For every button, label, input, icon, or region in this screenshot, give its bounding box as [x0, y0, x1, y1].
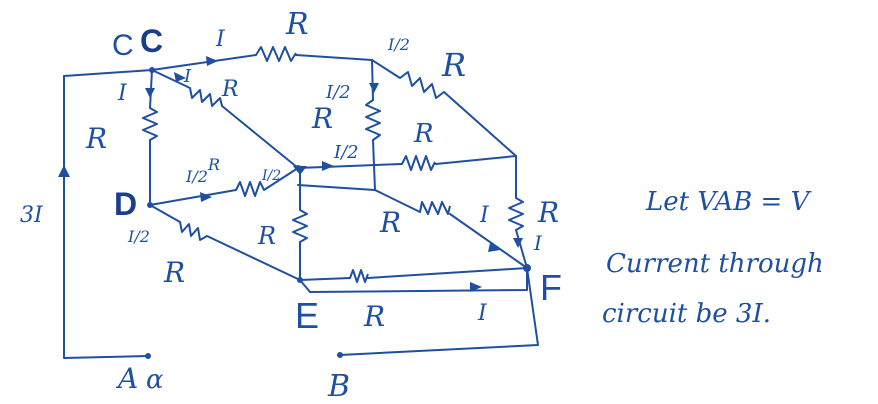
- node-label-e: E: [295, 295, 319, 336]
- resistor-centre-e: [292, 209, 308, 243]
- arrow-corner-down: [369, 83, 379, 93]
- label-r-corner: R: [311, 102, 333, 135]
- label-i-half-d: I/2: [185, 167, 208, 186]
- resistor-e-f: [349, 269, 369, 283]
- arrow-c-diag: [174, 72, 186, 82]
- node-a-dot: [145, 353, 151, 359]
- label-i-e-f: I: [477, 301, 488, 326]
- arrow-c-down: [145, 88, 155, 98]
- label-i-half-corner: I/2: [325, 82, 351, 103]
- wire-back-f-b: [449, 213, 528, 269]
- label-i-half-centre-right: I/2: [333, 142, 359, 163]
- wire-back-f-a: [374, 189, 421, 213]
- label-r-top-right: R: [441, 46, 466, 84]
- label-r-right-top: R: [413, 119, 434, 149]
- note-line-3: circuit be 3I.: [602, 299, 771, 329]
- wire-right-vert-b: [515, 229, 528, 269]
- wire-corner-right: [371, 59, 401, 79]
- label-three-i: 3I: [20, 203, 44, 228]
- node-label-b: B: [327, 369, 350, 404]
- node-label-f: F: [540, 267, 562, 308]
- resistor-c-d: [142, 107, 158, 141]
- label-r-c-d: R: [85, 122, 107, 155]
- label-r-e-f: R: [363, 300, 385, 333]
- node-label-c: C: [112, 29, 134, 62]
- node-label-a-mark: α: [146, 365, 164, 395]
- wire-corner-down: [371, 59, 374, 101]
- arrow-centre-right: [322, 161, 334, 171]
- label-r-top: R: [285, 7, 309, 42]
- label-i-top: I: [215, 27, 226, 52]
- wire-c-diag: [151, 69, 191, 89]
- wire-c-to-a: [63, 69, 153, 359]
- wire-c-top: [151, 54, 257, 71]
- resistor-c-diag: [189, 87, 223, 107]
- wire-d-centre-a: [149, 189, 237, 206]
- node-centre-dot: [295, 165, 301, 171]
- label-i-half-top-right: I/2: [387, 35, 410, 54]
- wire-e-f-upper-b: [367, 267, 528, 279]
- node-d-dot: [147, 202, 153, 208]
- note-line-2: Current through: [606, 249, 824, 279]
- arrow-3i-up: [58, 165, 70, 177]
- wire-d-e-a: [149, 204, 181, 223]
- resistor-back-f: [419, 201, 451, 215]
- wire-f-to-b: [339, 267, 539, 356]
- label-r-diag: R: [221, 77, 239, 102]
- label-i-right-vert: I: [533, 231, 543, 255]
- label-r-d-centre: R: [207, 155, 220, 174]
- resistor-right-vert: [508, 197, 524, 231]
- wire-centre-right-b: [435, 155, 517, 165]
- label-r-d-e: R: [163, 256, 185, 289]
- wire-top-to-corner: [295, 54, 373, 61]
- resistor-corner-down: [365, 99, 381, 141]
- wire-d-e-b: [206, 235, 301, 281]
- wire-centre-back: [297, 184, 376, 191]
- wire-e-f-lower: [299, 267, 528, 293]
- label-i-back-f: I: [479, 203, 490, 228]
- node-e-dot: [297, 277, 303, 283]
- label-i-half-d-e: I/2: [127, 227, 150, 246]
- resistor-d-centre: [235, 181, 265, 197]
- node-label-a: A: [115, 362, 138, 395]
- arrow-back-f: [488, 243, 500, 252]
- node-b-dot: [337, 352, 343, 358]
- label-r-back-f: R: [379, 206, 401, 239]
- label-i-half-centre: I/2: [261, 168, 281, 184]
- wire-right-down: [443, 91, 517, 157]
- label-i-c-down: I: [117, 81, 128, 106]
- node-c-dot: [149, 67, 155, 73]
- wire-e-f-upper-a: [299, 277, 351, 281]
- resistor-corner-right: [399, 71, 445, 99]
- wire-centre-right-a: [297, 163, 403, 169]
- label-r-right-vert: R: [537, 196, 559, 229]
- node-label-d: D: [114, 186, 137, 222]
- resistor-centre-right: [401, 155, 436, 171]
- resistor-c-top: [255, 46, 297, 62]
- arrow-e-f: [470, 282, 482, 292]
- arrow-d-centre: [200, 192, 212, 202]
- node-f-dot: [523, 264, 531, 272]
- wire-d-centre-b: [263, 167, 299, 191]
- resistor-d-e: [179, 221, 208, 241]
- wire-to-centre: [221, 105, 299, 169]
- note-line-1: Let VAB = V: [645, 187, 812, 217]
- label-i-diag: I: [183, 66, 192, 87]
- arrow-c-top: [206, 56, 218, 66]
- node-label-c-bold: C: [140, 23, 163, 59]
- arrow-right-vert: [513, 238, 523, 248]
- label-r-centre-e: R: [257, 222, 276, 250]
